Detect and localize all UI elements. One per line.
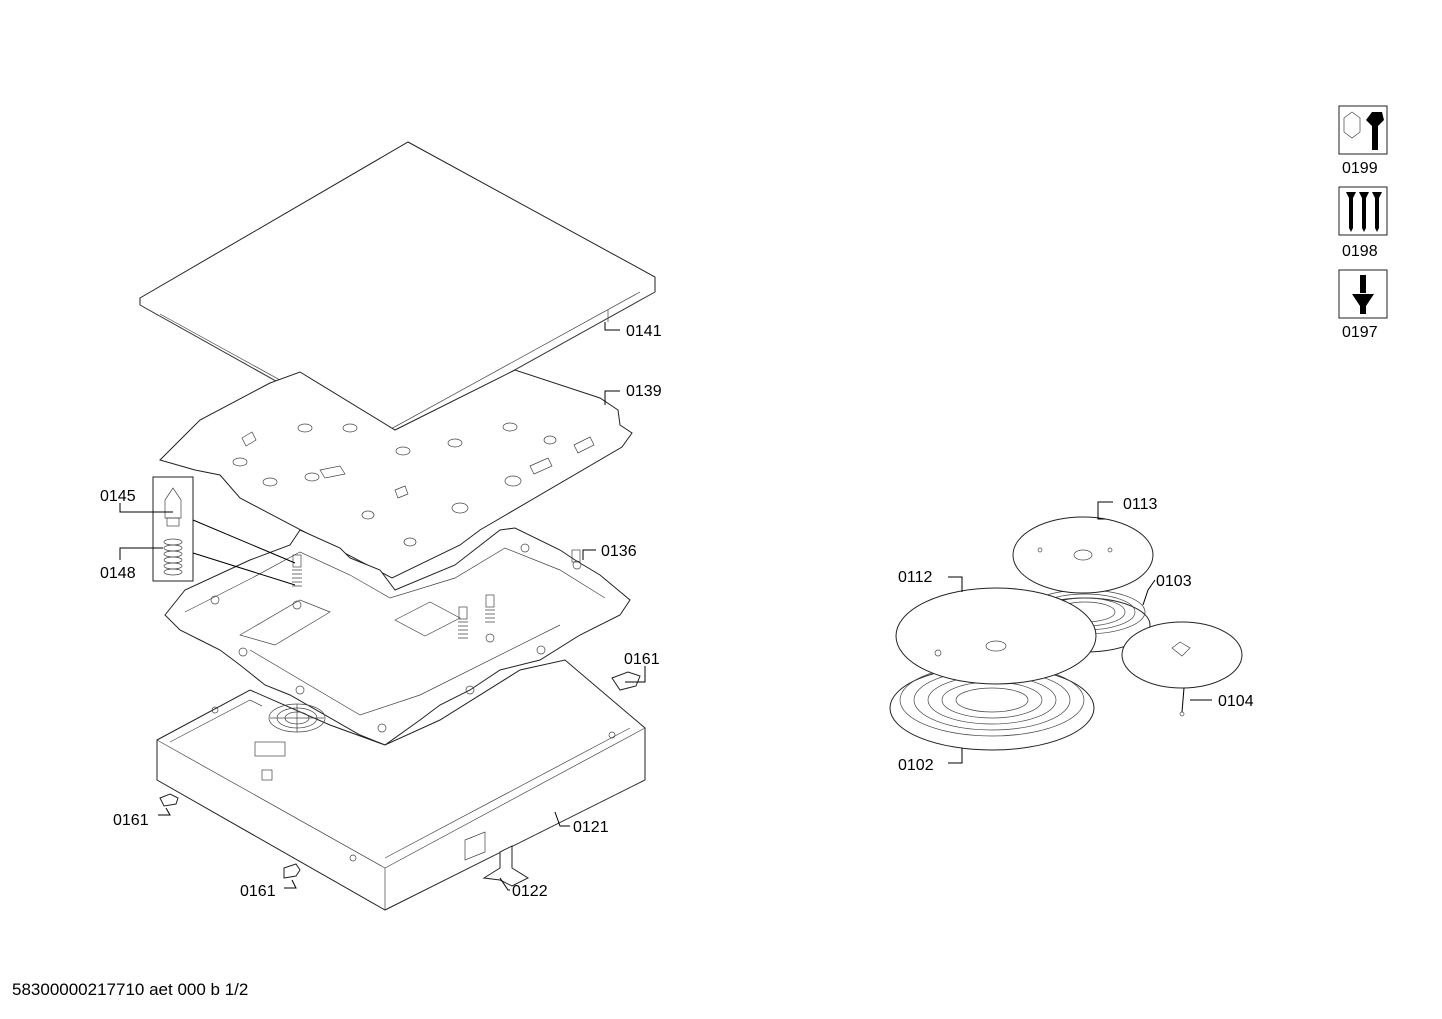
detail-box-pin-spring [152, 476, 296, 586]
part-label-0198: 0198 [1342, 243, 1378, 260]
part-label-0103: 0103 [1156, 573, 1192, 590]
screws-icon [1338, 186, 1388, 236]
foot-part-left [159, 793, 179, 807]
part-label-0112: 0112 [898, 569, 933, 586]
chassis-frame [164, 527, 631, 746]
foot-part-right [611, 671, 641, 691]
part-label-0136: 0136 [601, 543, 637, 560]
part-label-0141: 0141 [626, 323, 662, 340]
bracket-part [482, 845, 530, 887]
foot-part-bottom [283, 863, 301, 879]
part-label-0113: 0113 [1123, 496, 1158, 513]
part-label-0102: 0102 [898, 757, 934, 774]
coil-0104-assembly [1121, 621, 1243, 717]
part-label-0199: 0199 [1342, 160, 1378, 177]
document-footer-code: 58300000217710 aet 000 b 1/2 [12, 980, 249, 999]
screw-anchor-icon [1338, 269, 1388, 319]
part-label-0161-left: 0161 [113, 812, 149, 829]
part-label-0122: 0122 [512, 883, 548, 900]
spacer-sheet [159, 369, 633, 579]
part-label-0121: 0121 [573, 819, 609, 836]
coil-0102-assembly [889, 587, 1097, 751]
wrench-nut-icon [1338, 105, 1388, 155]
part-label-0161-bottom: 0161 [240, 883, 276, 900]
part-label-0104: 0104 [1218, 693, 1254, 710]
part-label-0148: 0148 [100, 565, 136, 582]
bottom-housing [156, 659, 646, 911]
leader-lines [119, 322, 1212, 891]
part-label-0145: 0145 [100, 488, 136, 505]
part-label-0161-right: 0161 [624, 651, 660, 668]
part-label-0139: 0139 [626, 383, 662, 400]
part-label-0197: 0197 [1342, 324, 1378, 341]
